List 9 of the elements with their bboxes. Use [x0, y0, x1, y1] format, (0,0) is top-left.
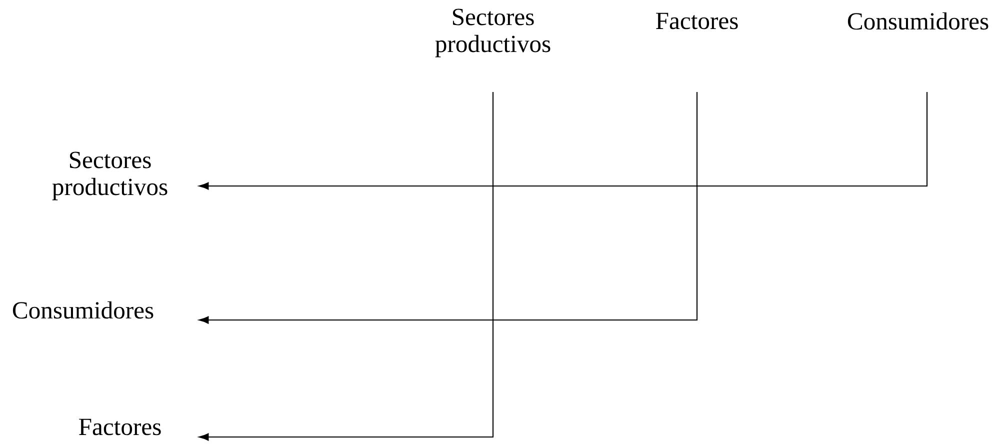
node-label: Factores: [79, 418, 161, 436]
node-label: Sectores productivos: [435, 8, 550, 58]
node-label: Factores: [656, 12, 738, 30]
node-label: Sectores productivos: [52, 152, 168, 200]
arrow: [198, 92, 494, 441]
node-label: Consumidores: [12, 301, 154, 319]
arrow: [198, 92, 928, 190]
arrow: [198, 92, 698, 324]
node-label: Consumidores: [848, 12, 988, 30]
